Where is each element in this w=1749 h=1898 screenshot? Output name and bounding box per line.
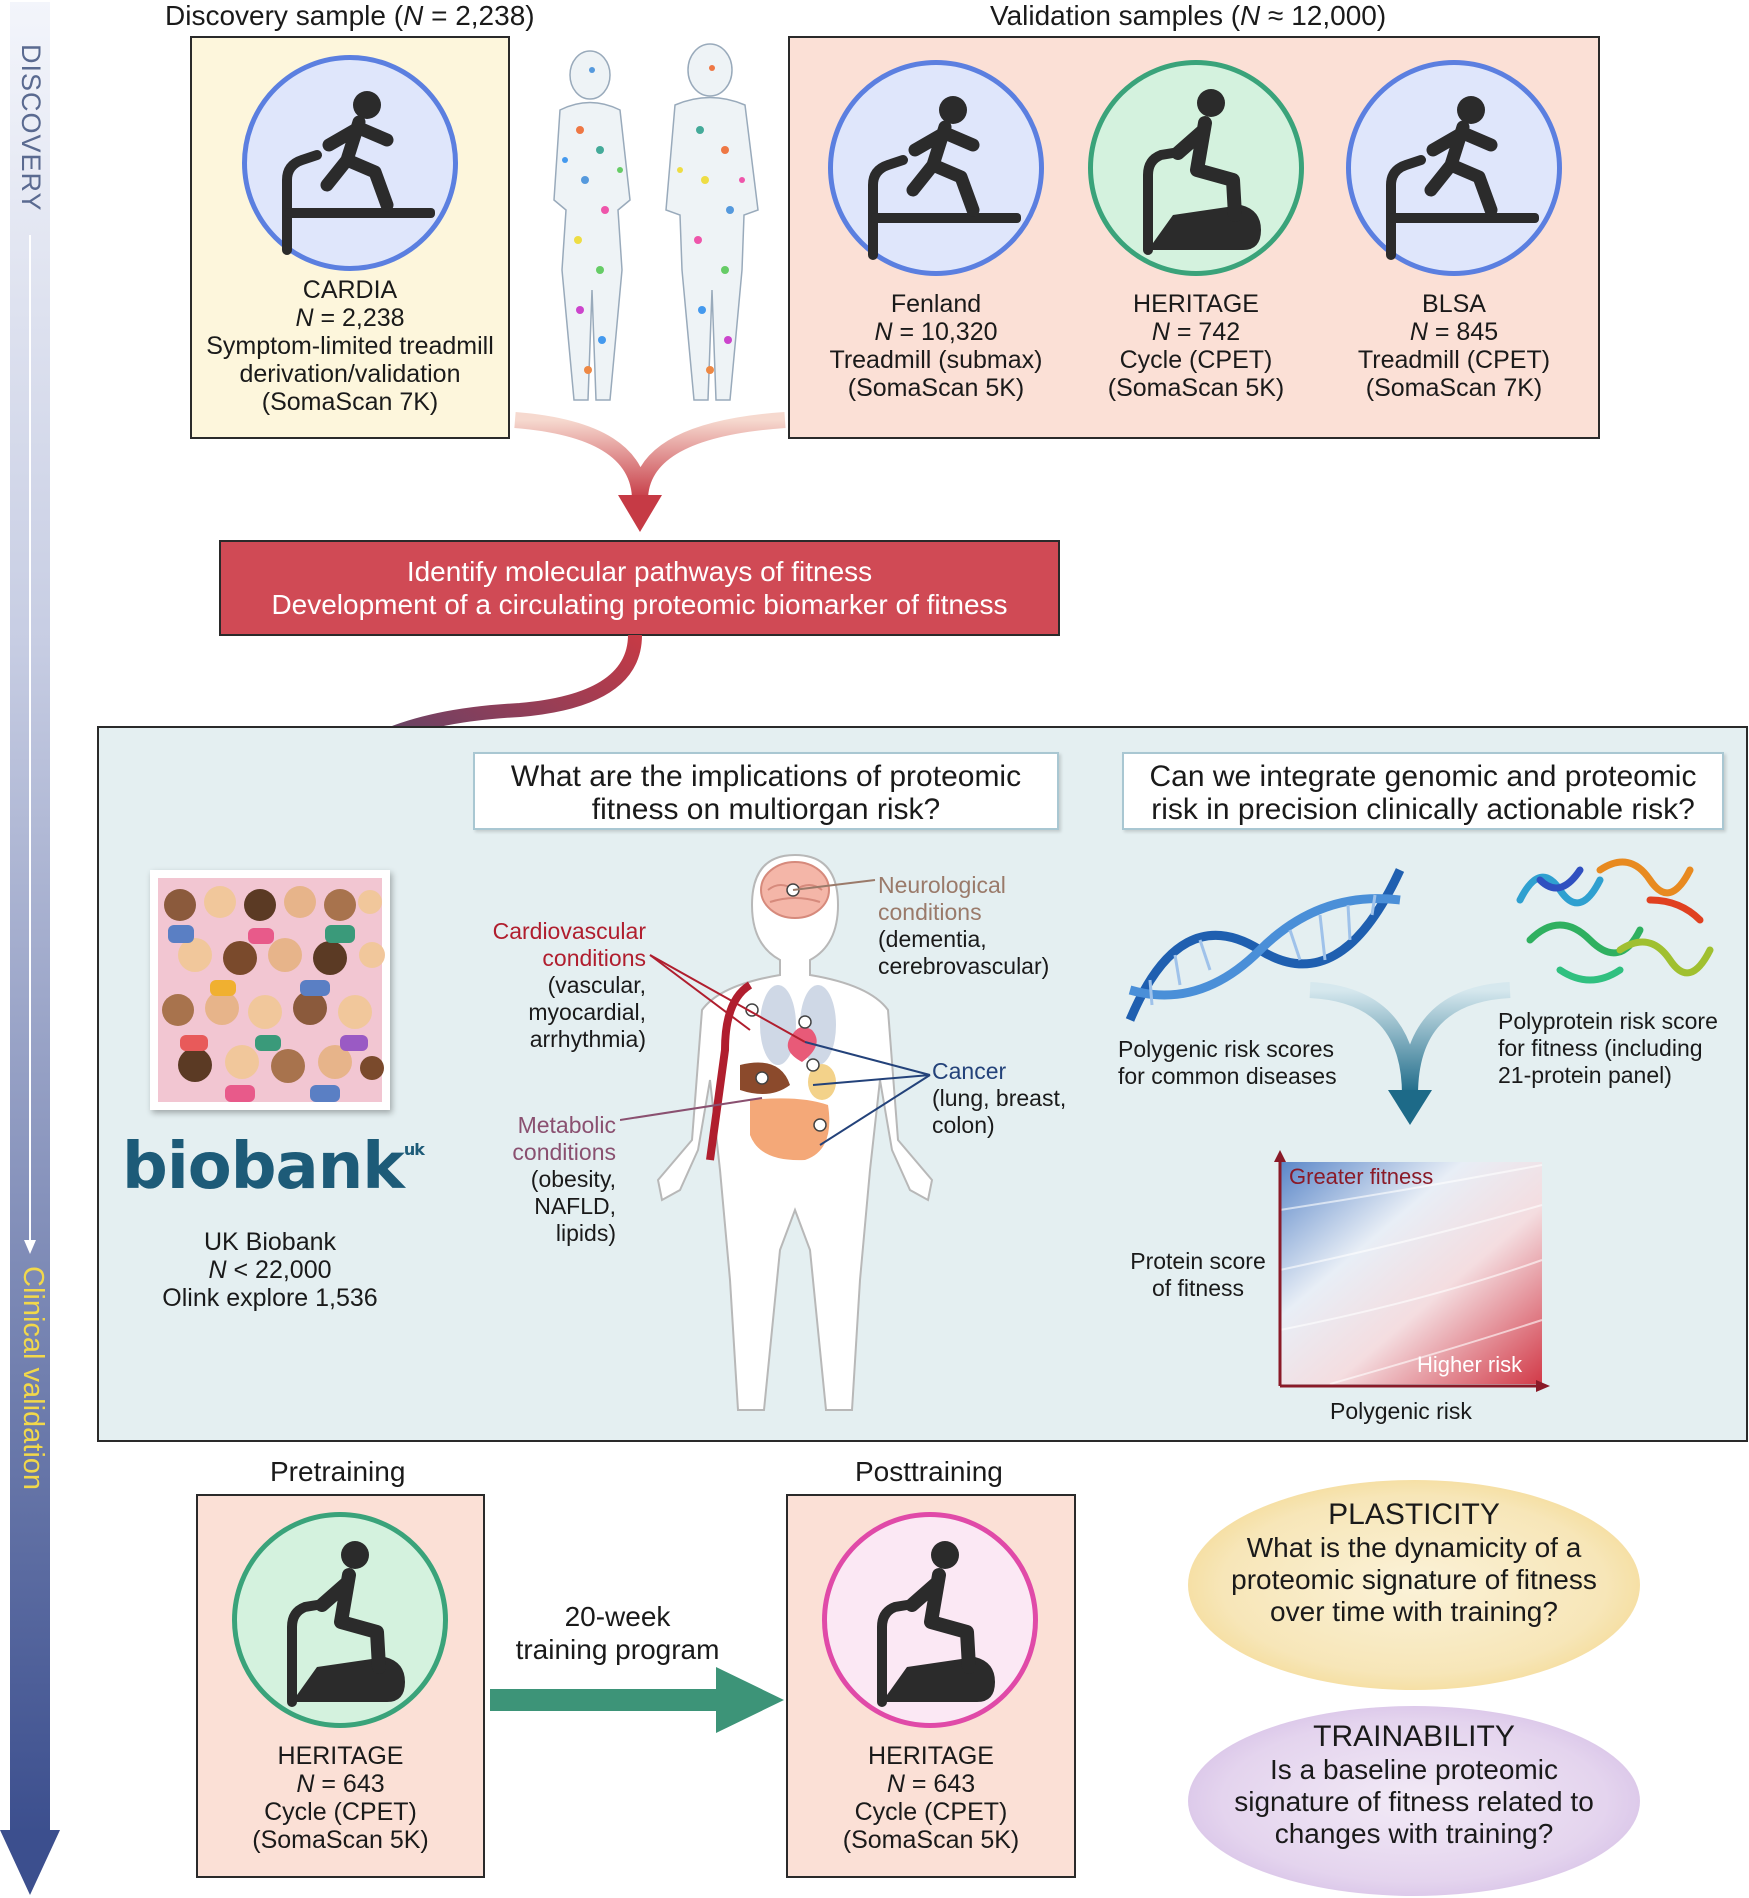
crowd-picture xyxy=(150,870,390,1110)
protein-structure-icon xyxy=(1516,858,1714,984)
treadmill-runner-icon xyxy=(868,96,1021,260)
treadmill-runner-icon xyxy=(282,91,435,255)
heatmap-y-label: Protein score of fitness xyxy=(1130,1248,1266,1301)
biobank-caption: UK Biobank N < 22,000 Olink explore 1,53… xyxy=(162,1228,378,1312)
training-arrow xyxy=(490,1667,784,1733)
fenland-caption: Fenland N = 10,320 Treadmill (submax) (S… xyxy=(829,290,1043,402)
discovery-side-label: DISCOVERY xyxy=(16,44,46,212)
posttraining-caption: HERITAGE N = 643 Cycle (CPET) (SomaScan … xyxy=(842,1742,1020,1854)
organ-connector-lines xyxy=(620,879,931,1146)
exercise-bike-icon xyxy=(1143,89,1261,255)
pretraining-caption: HERITAGE N = 643 Cycle (CPET) (SomaScan … xyxy=(252,1742,429,1854)
risk-heatmap xyxy=(1274,1150,1550,1392)
dna-helix-icon xyxy=(1125,868,1405,1022)
trainability-oval: TRAINABILITY Is a baseline proteomic sig… xyxy=(1188,1706,1640,1896)
heritage-caption: HERITAGE N = 742 Cycle (CPET) (SomaScan … xyxy=(1107,290,1285,402)
fenland-circle xyxy=(828,60,1044,276)
metabolic-label: Metabolic conditions (obesity, NAFLD, li… xyxy=(512,1112,616,1246)
exercise-bike-icon xyxy=(287,1541,405,1707)
pretraining-circle xyxy=(232,1512,448,1728)
discovery-heading: Discovery sample (N = 2,238) xyxy=(165,0,535,31)
exercise-bike-icon xyxy=(877,1541,995,1707)
posttraining-circle xyxy=(822,1512,1038,1728)
timeline-arrow xyxy=(0,2,60,1895)
heatmap-x-label: Polygenic risk xyxy=(1330,1398,1472,1424)
training-program-label: 20-week training program xyxy=(515,1601,720,1665)
prs-label: Polygenic risk scores for common disease… xyxy=(1118,1036,1337,1089)
validation-heading: Validation samples (N ≈ 12,000) xyxy=(990,0,1387,31)
treadmill-runner-icon xyxy=(1386,96,1539,260)
neuro-label: Neurological conditions (dementia, cereb… xyxy=(878,872,1050,979)
cancer-label: Cancer (lung, breast, colon) xyxy=(932,1058,1067,1138)
objective-box: Identify molecular pathways of fitness D… xyxy=(219,540,1060,636)
question-multiorgan: What are the implications of proteomic f… xyxy=(473,752,1059,830)
cardia-caption: CARDIA N = 2,238 Symptom-limited treadmi… xyxy=(206,276,494,416)
blsa-circle xyxy=(1346,60,1562,276)
heatmap-bottom-label: Higher risk xyxy=(1417,1352,1523,1377)
posttraining-heading: Posttraining xyxy=(855,1456,1003,1487)
body-organs-illustration xyxy=(656,853,934,1411)
cardio-label: Cardiovascular conditions (vascular, myo… xyxy=(492,918,646,1052)
clinical-side-label: Clinical validation xyxy=(17,1266,49,1491)
converge-arrow xyxy=(514,412,786,532)
polyprotein-label: Polyprotein risk score for fitness (incl… xyxy=(1498,1008,1718,1088)
cardia-circle xyxy=(242,55,458,271)
blsa-caption: BLSA N = 845 Treadmill (CPET) (SomaScan … xyxy=(1357,290,1551,402)
heatmap-top-label: Greater fitness xyxy=(1289,1164,1434,1189)
plasticity-oval: PLASTICITY What is the dynamicity of a p… xyxy=(1188,1480,1640,1690)
heritage-circle xyxy=(1088,60,1304,276)
pretraining-heading: Pretraining xyxy=(270,1456,406,1487)
merge-arrow xyxy=(1309,982,1511,1125)
question-integration: Can we integrate genomic and proteomic r… xyxy=(1122,752,1724,830)
biobank-logo: biobankuk xyxy=(122,1130,425,1204)
human-body-illustration xyxy=(553,43,759,401)
